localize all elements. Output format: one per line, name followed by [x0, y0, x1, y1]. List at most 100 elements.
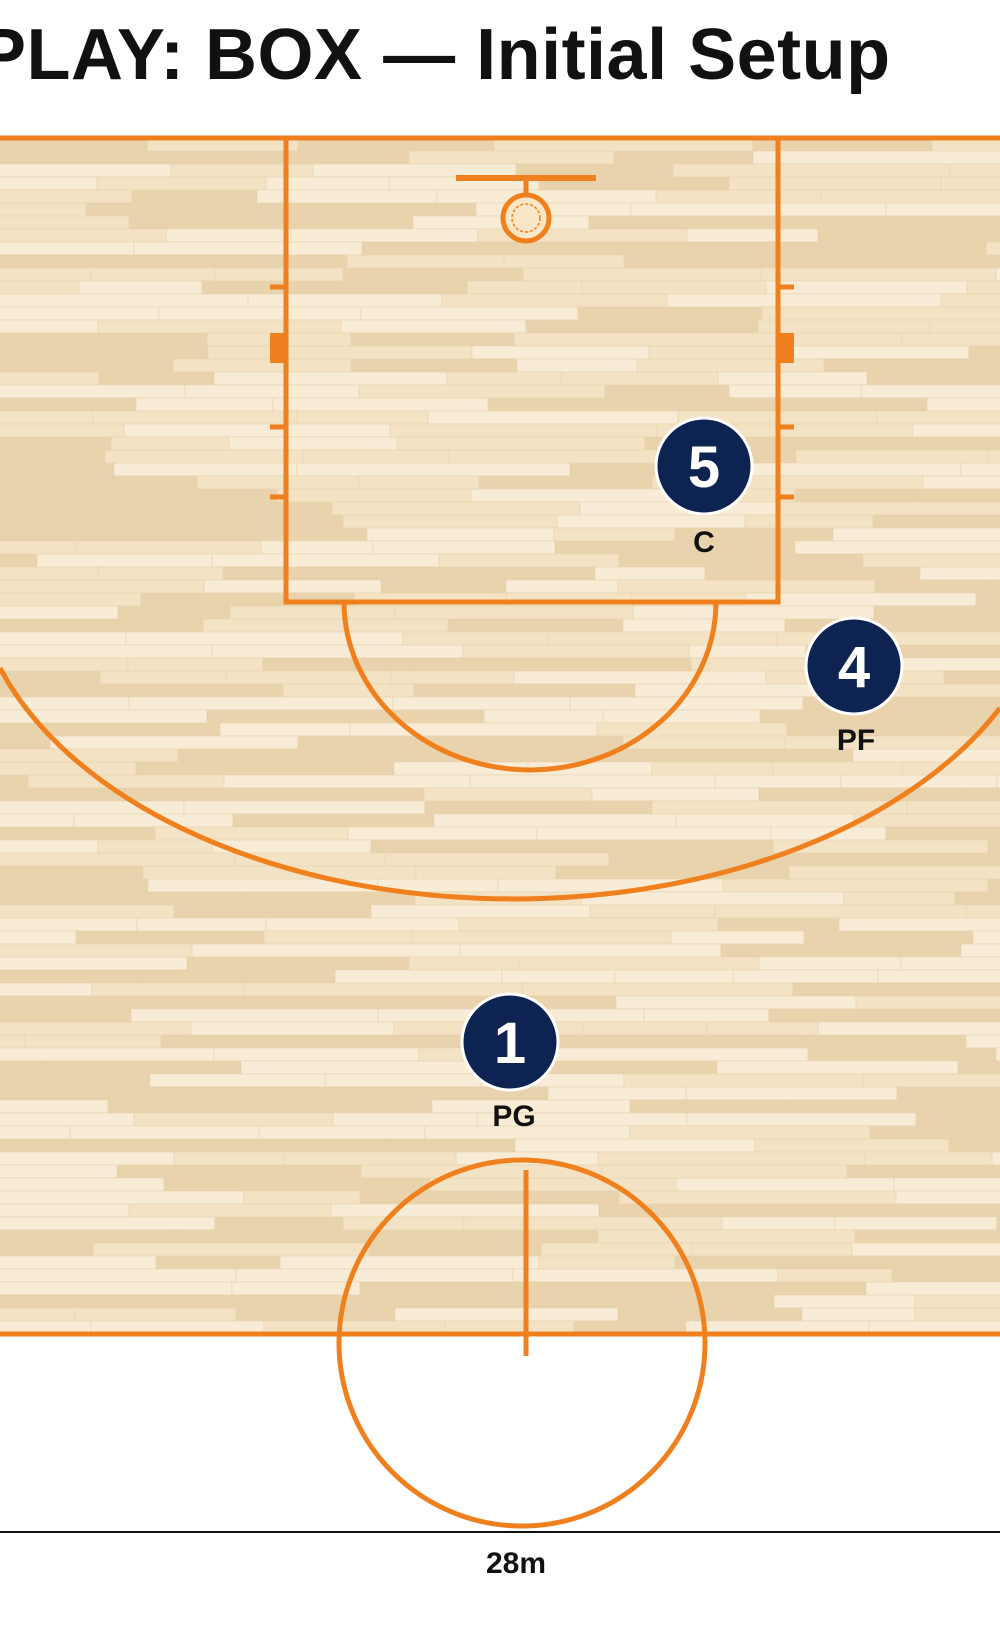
- floor-plank: [359, 1190, 490, 1205]
- floor-plank: [618, 1190, 897, 1205]
- floor-plank: [0, 280, 80, 295]
- floor-plank: [807, 1047, 997, 1062]
- floor-plank: [706, 1021, 819, 1036]
- floor-plank: [133, 1112, 334, 1127]
- floor-plank: [0, 1060, 45, 1075]
- floor-plank: [862, 553, 1000, 568]
- floor-plank: [972, 930, 1000, 945]
- floor-plank: [853, 813, 1000, 828]
- floor-plank: [895, 1190, 1000, 1205]
- floor-plank: [370, 904, 591, 919]
- floor-plank: [0, 540, 77, 555]
- floor-plank: [170, 163, 314, 178]
- floor-plank: [133, 241, 363, 256]
- floor-plank: [462, 644, 690, 659]
- floor-plank: [0, 319, 99, 334]
- floor-plank: [49, 735, 299, 750]
- floor-plank: [85, 202, 241, 217]
- floor-plank: [424, 800, 653, 815]
- floor-plank: [608, 852, 759, 867]
- floor-plank: [0, 982, 93, 997]
- floor-plank: [787, 1099, 925, 1114]
- floor-plank: [100, 514, 344, 529]
- player-4-token[interactable]: [804, 616, 904, 716]
- floor-plank: [135, 761, 395, 776]
- floor-plank: [623, 1073, 864, 1088]
- floor-plank: [834, 1216, 998, 1231]
- floor-plank: [516, 358, 638, 373]
- floor-plank: [0, 592, 142, 607]
- floor-plank: [0, 1086, 97, 1101]
- floor-plank: [330, 1203, 600, 1218]
- floor-plank: [901, 332, 1000, 347]
- floor-plank: [0, 462, 115, 477]
- player-1-token[interactable]: [460, 992, 560, 1092]
- floor-plank: [622, 618, 786, 633]
- basketball-hoop-icon: [500, 192, 552, 244]
- floor-plank: [594, 566, 706, 581]
- floor-plank: [413, 683, 636, 698]
- floor-plank: [0, 774, 29, 789]
- floor-plank: [370, 839, 610, 854]
- floor-plank: [732, 969, 879, 984]
- floor-plank: [96, 176, 267, 191]
- floor-plank: [186, 956, 410, 971]
- diagram-title-text: PLAY: BOX — Initial Setup: [0, 15, 891, 95]
- floor-plank: [651, 761, 774, 776]
- floor-plank: [954, 891, 1000, 906]
- floor-plank: [754, 1138, 950, 1153]
- floor-plank: [893, 1177, 1000, 1192]
- floor-plank: [75, 540, 262, 555]
- floor-plank: [0, 605, 119, 620]
- floor-plank: [0, 839, 99, 854]
- floor-plank: [240, 1060, 501, 1075]
- floor-plank: [184, 150, 410, 165]
- floor-plank: [107, 1294, 373, 1309]
- floor-plank: [914, 1294, 1000, 1309]
- floor-plank: [0, 1294, 109, 1309]
- floor-plank: [110, 436, 230, 451]
- floor-plank: [396, 436, 646, 451]
- floor-plank: [0, 748, 179, 763]
- floor-plank: [651, 800, 908, 815]
- player-marker-1[interactable]: 1 PG: [460, 992, 560, 1133]
- floor-plank: [265, 917, 460, 932]
- floor-plank: [447, 618, 624, 633]
- floor-plank: [995, 267, 1000, 282]
- floor-plank: [525, 319, 759, 334]
- floor-plank: [283, 1151, 457, 1166]
- player-4-role: PF: [837, 724, 875, 757]
- court-lines: [0, 135, 1000, 1529]
- floor-plank: [629, 1099, 789, 1114]
- floor-plank: [648, 345, 790, 360]
- floor-plank: [0, 1177, 165, 1192]
- floor-plank: [135, 397, 274, 412]
- floor-plank: [596, 722, 788, 737]
- floor-plank: [759, 709, 1000, 724]
- floor-plank: [0, 852, 236, 867]
- floor-plank: [518, 956, 760, 971]
- floor-plank: [347, 826, 538, 841]
- player-5-token[interactable]: [654, 416, 754, 516]
- floor-plank: [371, 1294, 581, 1309]
- floor-plank: [0, 293, 249, 308]
- floor-plank: [265, 995, 505, 1010]
- floor-plank: [643, 1008, 770, 1023]
- floor-plank: [469, 774, 716, 789]
- floor-plank: [125, 631, 404, 646]
- floor-plank: [0, 787, 187, 802]
- floor-plank: [128, 1203, 332, 1218]
- floor-plank: [264, 1099, 433, 1114]
- floor-plank: [868, 1320, 1000, 1334]
- floor-plank: [334, 969, 503, 984]
- floor-plank: [380, 579, 507, 594]
- floor-plank: [854, 1229, 1000, 1244]
- floor-plank: [0, 1281, 233, 1296]
- floor-plank: [0, 995, 267, 1010]
- floor-plank: [630, 202, 887, 217]
- floor-plank: [553, 527, 676, 542]
- player-marker-5[interactable]: 5 C: [654, 416, 754, 559]
- floor-plank: [427, 410, 679, 425]
- floor-plank: [805, 1034, 967, 1049]
- player-marker-4[interactable]: 4 PF: [804, 616, 904, 757]
